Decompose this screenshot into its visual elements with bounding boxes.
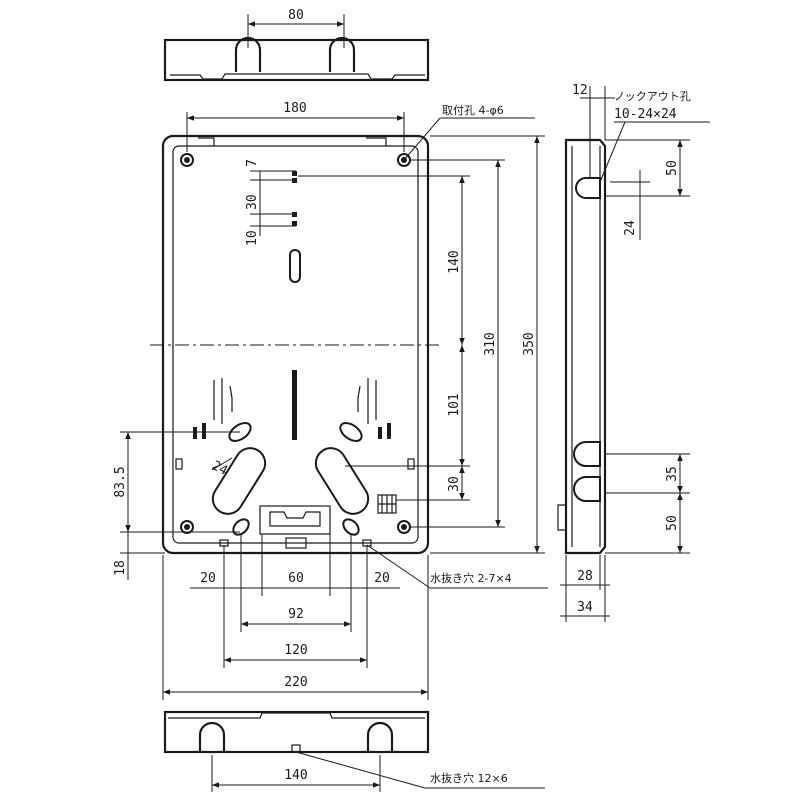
top-view: 80	[163, 8, 430, 82]
mounting-hole-note: 取付孔 4-φ6	[442, 104, 504, 117]
dim-101-label: 101	[447, 393, 462, 416]
front-view: 24 180 取付孔 4-φ6 7 30 10	[113, 101, 548, 700]
oval-hole-right	[339, 422, 363, 442]
top-view-notch-right	[328, 36, 356, 72]
dim-30-upper-label: 30	[245, 194, 260, 210]
slot-left	[211, 447, 267, 515]
dim-35-label: 35	[665, 466, 680, 482]
dim-20-right-label: 20	[374, 571, 390, 586]
dim-120-label: 120	[284, 643, 307, 658]
slot-width-label: 24	[209, 458, 230, 479]
dim-310-label: 310	[483, 332, 498, 355]
dim-83-5-label: 83.5	[113, 466, 128, 497]
dim-180-label: 180	[283, 101, 306, 116]
dim-140-label: 140	[284, 768, 307, 783]
dim-60-label: 60	[288, 571, 304, 586]
dim-92-label: 92	[288, 607, 304, 622]
knockout-size-note: 10-24×24	[614, 107, 677, 122]
knockout-top	[575, 177, 601, 199]
dim-20-left-label: 20	[200, 571, 216, 586]
dim-220-label: 220	[284, 675, 307, 690]
dim-350-label: 350	[522, 332, 537, 355]
side-view: 12 ノックアウト孔 10-24×24 50 24 35 50 28 34	[557, 83, 710, 622]
knockout-title-note: ノックアウト孔	[614, 90, 691, 103]
knockout-middle	[573, 441, 601, 467]
dim-34-label: 34	[577, 600, 593, 615]
dim-7-label: 7	[245, 159, 260, 167]
dim-12-label: 12	[572, 83, 588, 98]
dim-80-label: 80	[288, 8, 304, 23]
knockout-bottom	[573, 476, 601, 502]
upper-slot	[289, 249, 301, 283]
slot-right	[314, 447, 370, 515]
bottom-view-notch-right	[366, 721, 394, 752]
dim-50-top-label: 50	[665, 160, 680, 176]
dim-18-label: 18	[113, 560, 128, 576]
bottom-view: 140 水抜き穴 12×6	[163, 710, 545, 792]
dim-28-label: 28	[577, 569, 593, 584]
drain-hole-bottom-note: 水抜き穴 12×6	[430, 771, 508, 785]
dim-140-vertical-label: 140	[447, 250, 462, 273]
dim-50-bottom-label: 50	[665, 515, 680, 531]
dim-30-lower-label: 30	[447, 476, 462, 492]
dim-10-label: 10	[245, 230, 260, 246]
bottom-view-notch-left	[198, 721, 226, 752]
drain-hole-front-note: 水抜き穴 2-7×4	[430, 571, 512, 585]
dim-24-label: 24	[623, 220, 638, 236]
